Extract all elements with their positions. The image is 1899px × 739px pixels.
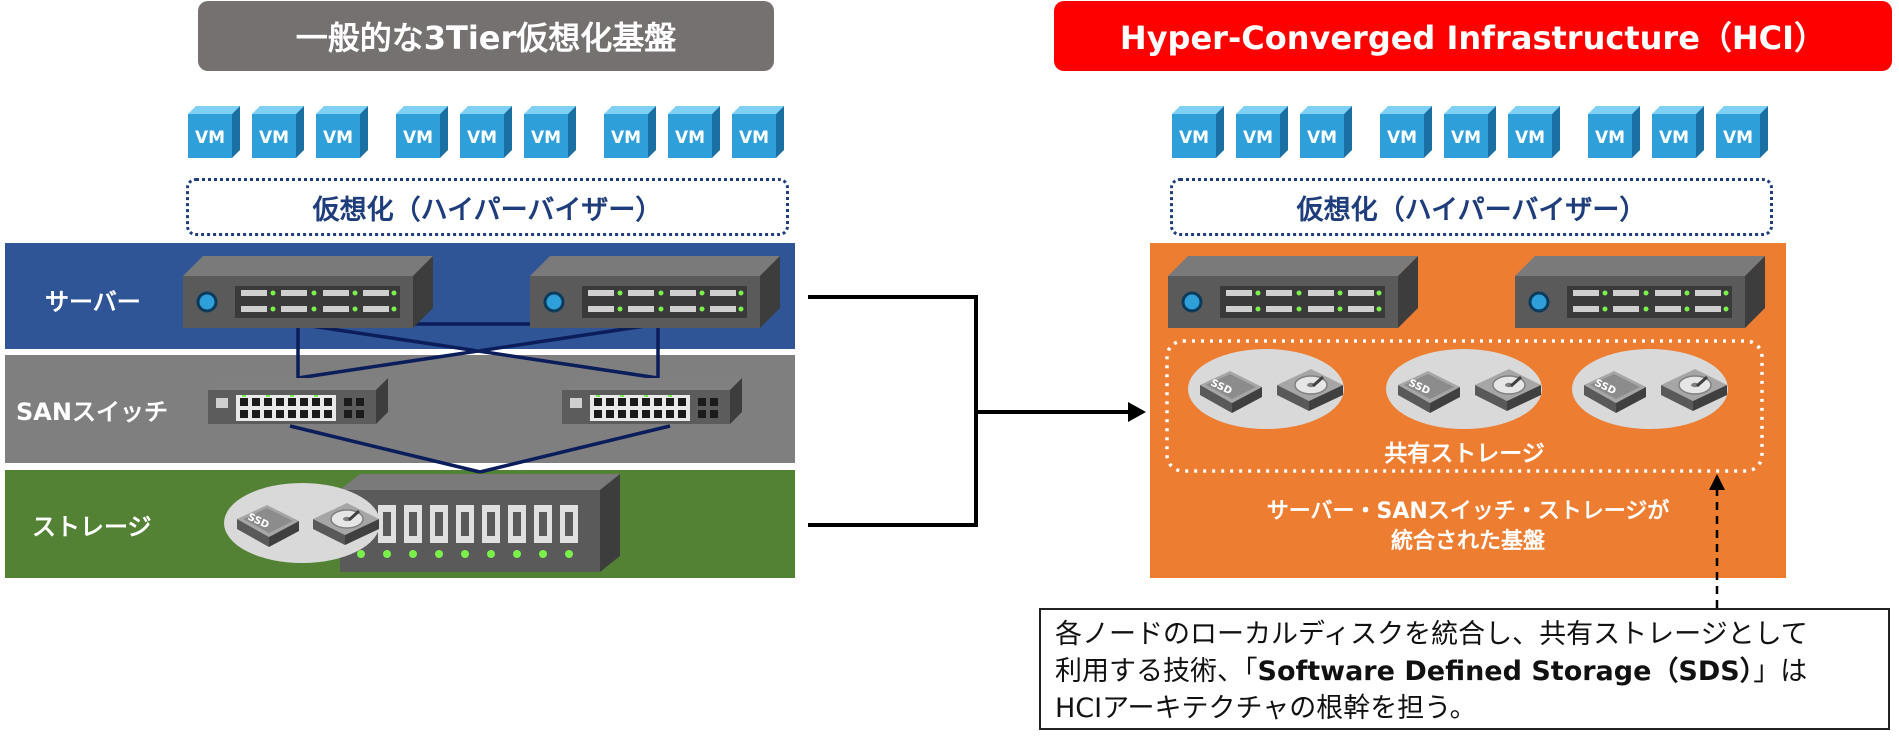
vm-label: VM bbox=[466, 128, 498, 148]
san-row-label: SANスイッチ bbox=[16, 398, 168, 426]
vm-label: VM bbox=[610, 128, 642, 148]
vm-label: VM bbox=[258, 128, 290, 148]
vm-label: VM bbox=[1386, 128, 1418, 148]
vm-label: VM bbox=[1594, 128, 1626, 148]
callout-arrow-head-icon bbox=[1709, 474, 1725, 490]
right-hypervisor-box: 仮想化（ハイパーバイザー） bbox=[1170, 178, 1773, 236]
storage-row-label: ストレージ bbox=[32, 513, 152, 541]
vm-label: VM bbox=[530, 128, 562, 148]
vm-label: VM bbox=[1722, 128, 1754, 148]
callout-line-2-bold: Software Defined Storage（SDS） bbox=[1257, 656, 1754, 687]
integrated-line-1: サーバー・SANスイッチ・ストレージが bbox=[1266, 499, 1670, 524]
vm-label: VM bbox=[1450, 128, 1482, 148]
callout-line-2-pre: 利用する技術、「 bbox=[1055, 656, 1258, 687]
server-row-label: サーバー bbox=[45, 288, 141, 316]
vm-label: VM bbox=[322, 128, 354, 148]
callout-line-2: 利用する技術、「Software Defined Storage（SDS）」は bbox=[1055, 653, 1874, 690]
san-connection-lines bbox=[289, 322, 671, 474]
vm-label: VM bbox=[738, 128, 770, 148]
callout-line-2-post: 」は bbox=[1753, 656, 1808, 687]
merge-arrow bbox=[808, 295, 1130, 527]
sds-callout-box: 各ノードのローカルディスクを統合し、共有ストレージとして 利用する技術、「Sof… bbox=[1039, 608, 1890, 730]
server-icon bbox=[1513, 254, 1767, 330]
callout-line-3: HCIアーキテクチャの根幹を担う。 bbox=[1055, 693, 1477, 724]
vm-label: VM bbox=[1306, 128, 1338, 148]
right-title-text: Hyper-Converged Infrastructure（HCI） bbox=[1119, 19, 1827, 57]
vm-label: VM bbox=[402, 128, 434, 148]
left-hypervisor-box: 仮想化（ハイパーバイザー） bbox=[186, 178, 789, 236]
left-title-text: 一般的な3Tier仮想化基盤 bbox=[295, 19, 677, 57]
arrow-head-icon bbox=[1128, 402, 1146, 422]
shared-storage-label: 共有ストレージ bbox=[1384, 441, 1545, 467]
callout-line-1: 各ノードのローカルディスクを統合し、共有ストレージとして bbox=[1055, 619, 1808, 650]
server-icon bbox=[1166, 254, 1420, 330]
vm-label: VM bbox=[1514, 128, 1546, 148]
vm-label: VM bbox=[1658, 128, 1690, 148]
integrated-platform-text: サーバー・SANスイッチ・ストレージが 統合された基盤 bbox=[1150, 497, 1786, 557]
vm-label: VM bbox=[1242, 128, 1274, 148]
right-hypervisor-label: 仮想化（ハイパーバイザー） bbox=[1296, 194, 1647, 226]
right-title: Hyper-Converged Infrastructure（HCI） bbox=[1054, 1, 1892, 71]
integrated-line-2: 統合された基盤 bbox=[1390, 529, 1545, 554]
shared-storage-box bbox=[1165, 339, 1764, 473]
left-title: 一般的な3Tier仮想化基盤 bbox=[198, 1, 774, 71]
vm-label: VM bbox=[1178, 128, 1210, 148]
vm-label: VM bbox=[674, 128, 706, 148]
vm-label: VM bbox=[194, 128, 226, 148]
left-hypervisor-label: 仮想化（ハイパーバイザー） bbox=[312, 194, 663, 226]
